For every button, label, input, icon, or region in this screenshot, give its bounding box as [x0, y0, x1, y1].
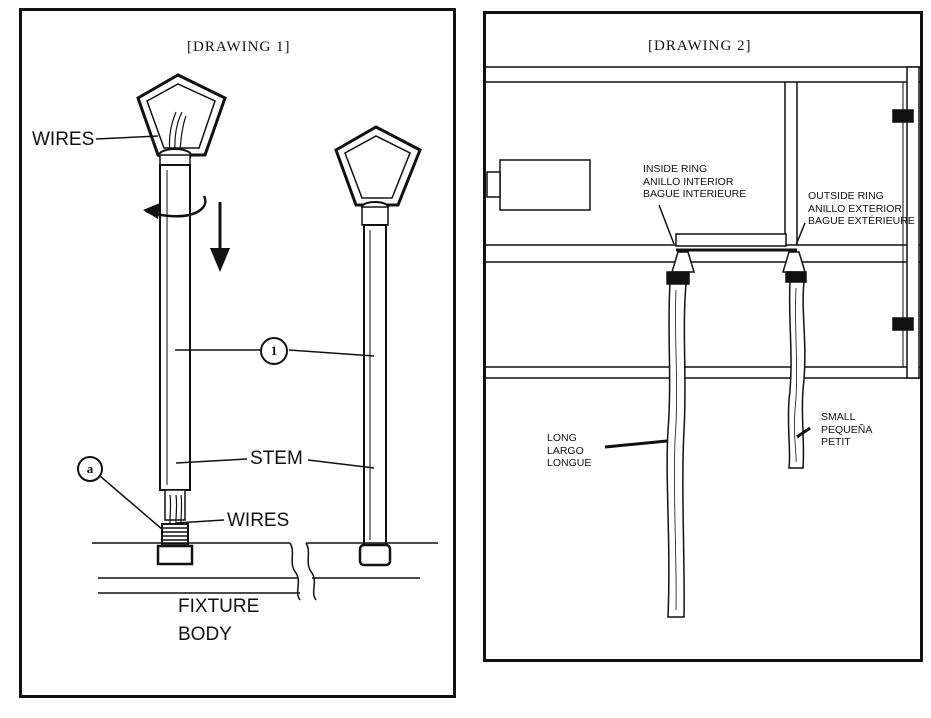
- fixture-label-line2: BODY: [178, 624, 232, 645]
- wires-bottom-label: WIRES: [227, 510, 290, 531]
- left-loop-inner: [146, 83, 216, 149]
- long-cord: [666, 283, 687, 618]
- left-stem: [159, 164, 191, 491]
- small-cord-cap: [781, 251, 807, 273]
- long-cord-cap: [670, 251, 696, 273]
- drawing-2-title: [DRAWING 2]: [648, 38, 752, 54]
- stem-label: STEM: [250, 448, 303, 469]
- left-loop-wires: [168, 111, 187, 153]
- long-label: LONG LARGO LONGUE: [547, 432, 592, 469]
- callout-1: 1: [260, 337, 288, 365]
- outside-ring-label: OUTSIDE RING ANILLO EXTERIOR BAGUE EXTÉR…: [808, 190, 915, 227]
- wires-top-label: WIRES: [32, 129, 95, 150]
- socket-box: [499, 159, 591, 211]
- fixture-label-line1: FIXTURE: [178, 596, 260, 617]
- drawing-2-panel: [483, 11, 923, 662]
- small-label: SMALL PEQUEÑA PETIT: [821, 411, 873, 448]
- drawing-1-title: [DRAWING 1]: [187, 39, 291, 55]
- inside-ring-label: INSIDE RING ANILLO INTERIOR BAGUE INTERI…: [643, 163, 747, 200]
- right-loop-inner: [344, 135, 411, 199]
- callout-a: a: [77, 456, 103, 482]
